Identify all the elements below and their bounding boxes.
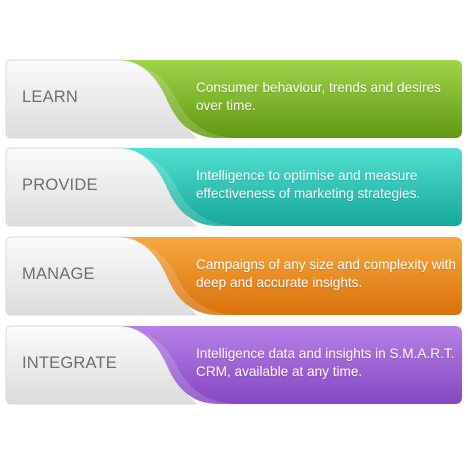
ribbon-shape-provide xyxy=(5,147,462,227)
ribbon-shape-manage xyxy=(5,236,462,316)
row-learn: LEARN Consumer behaviour, trends and des… xyxy=(0,56,468,146)
row-description-manage: Campaigns of any size and complexity wit… xyxy=(196,257,456,290)
row-description-integrate: Intelligence data and insights in S.M.A.… xyxy=(196,346,455,379)
row-provide: PROVIDE Intelligence to optimise and mea… xyxy=(0,144,468,234)
ribbon-shape-integrate xyxy=(5,325,462,405)
row-integrate: INTEGRATE Intelligence data and insights… xyxy=(0,322,468,412)
row-label-integrate: INTEGRATE xyxy=(22,353,117,372)
row-description-learn: Consumer behaviour, trends and desires o… xyxy=(196,80,441,113)
row-label-learn: LEARN xyxy=(22,87,79,106)
row-label-manage: MANAGE xyxy=(22,264,95,283)
row-manage: MANAGE Campaigns of any size and complex… xyxy=(0,233,468,323)
ribbon-shape-learn xyxy=(5,59,462,139)
row-description-provide: Intelligence to optimise and measure eff… xyxy=(196,168,421,201)
row-label-provide: PROVIDE xyxy=(22,175,98,194)
